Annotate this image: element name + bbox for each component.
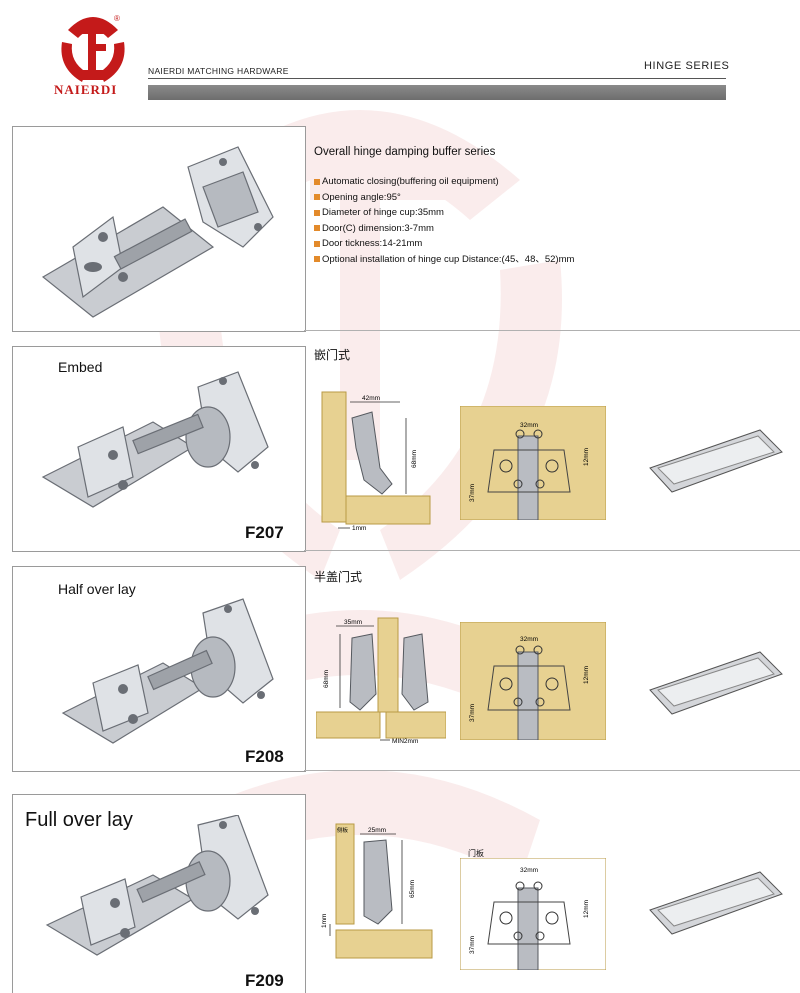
dim-top: 32mm xyxy=(520,636,538,643)
door-plate-tag: 门板 xyxy=(468,849,484,858)
feature-text: Diameter of hinge cup:35mm xyxy=(322,207,444,218)
hinge-embed-icon xyxy=(41,371,269,508)
dim-height: 68mm xyxy=(323,670,330,688)
model-panel-f209: Full over lay F209 xyxy=(12,794,306,993)
feature-item: Diameter of hinge cup:35mm xyxy=(314,205,574,221)
dim-right: 12mm xyxy=(583,900,590,918)
dim-side: 25mm xyxy=(368,827,386,834)
feature-item: Opening angle:95° xyxy=(314,190,574,206)
dim-left: 37mm xyxy=(469,704,476,722)
feature-text: Door(C) dimension:3-7mm xyxy=(322,222,434,234)
model-type-label: Half over lay xyxy=(58,581,136,597)
overview-right-rule xyxy=(304,330,800,331)
model-number: F209 xyxy=(245,971,284,990)
model-number: F207 xyxy=(245,523,284,542)
feature-item: Door(C) dimension:3-7mm xyxy=(314,221,574,237)
feature-item: Optional installation of hinge cup Dista… xyxy=(314,252,574,268)
feature-list: Automatic closing(buffering oil equipmen… xyxy=(314,174,574,267)
model-type-label: Full over lay xyxy=(25,809,133,831)
cup-diagram-f208: 32mm 12mm 37mm xyxy=(460,622,606,740)
dim-top: 32mm xyxy=(520,867,538,874)
header-gray-band xyxy=(148,85,726,100)
hinge-overview-icon xyxy=(41,146,274,318)
model-type-label: Embed xyxy=(58,359,103,375)
feature-text: Opening angle:95° xyxy=(322,191,401,203)
bullet-icon xyxy=(314,256,320,263)
feature-text: Door tickness:14-21mm xyxy=(322,238,423,249)
side-diagram-f207: 42mm 68mm 1mm xyxy=(321,391,431,532)
overview-title: Overall hinge damping buffer series xyxy=(314,146,496,158)
dim-top: 32mm xyxy=(520,422,538,429)
bullet-icon xyxy=(314,240,320,247)
registered-mark: ® xyxy=(114,14,120,23)
dim-gap: 1mm xyxy=(321,914,328,928)
header-rule xyxy=(148,78,726,79)
section-rule-f207 xyxy=(304,550,800,551)
dim-right: 12mm xyxy=(583,448,590,466)
brand-name: NAIERDI xyxy=(54,82,118,97)
side-board-tag: 侧板 xyxy=(337,826,349,834)
install-label-cn: 半盖门式 xyxy=(314,570,363,584)
brand-logo: ® xyxy=(48,8,138,98)
dim-side: 35mm xyxy=(344,619,362,626)
cup-diagram-f209: 32mm 12mm 37mm xyxy=(460,858,606,970)
install-label-cn: 嵌门式 xyxy=(314,348,351,362)
dim-left: 37mm xyxy=(469,484,476,502)
cup-diagram-f207: 32mm 12mm 37mm xyxy=(460,406,606,520)
feature-item: Automatic closing(buffering oil equipmen… xyxy=(314,174,574,190)
dim-height: 65mm xyxy=(409,880,416,898)
model-panel-f207: Embed F207 xyxy=(12,346,306,552)
feature-text: Optional installation of hinge cup Dista… xyxy=(322,253,575,265)
side-diagram-f208: 35mm 68mm MIN2mm xyxy=(316,617,446,745)
bullet-icon xyxy=(314,209,320,216)
hinge-half-overlay-icon xyxy=(61,598,274,744)
dim-gap: MIN2mm xyxy=(392,738,418,745)
section-rule-f208 xyxy=(304,770,800,771)
bullet-icon xyxy=(314,225,320,232)
mounting-plate-f207 xyxy=(649,429,783,493)
mounting-plate-f208 xyxy=(649,651,783,715)
model-number: F208 xyxy=(245,747,284,766)
dim-side: 42mm xyxy=(362,395,380,402)
model-panel-f208: Half over lay F208 xyxy=(12,566,306,772)
mounting-plate-f209 xyxy=(649,871,783,935)
bullet-icon xyxy=(314,194,320,201)
side-diagram-f209: 侧板 25mm 65mm 1mm xyxy=(321,823,433,959)
header-left-title: NAIERDI MATCHING HARDWARE xyxy=(148,66,289,76)
overview-image-panel xyxy=(12,126,306,332)
dim-gap: 1mm xyxy=(352,525,366,532)
dim-height: 68mm xyxy=(411,450,418,468)
dim-right: 12mm xyxy=(583,666,590,684)
feature-text: Automatic closing(buffering oil equipmen… xyxy=(322,176,499,187)
bullet-icon xyxy=(314,178,320,185)
feature-item: Door tickness:14-21mm xyxy=(314,236,574,252)
hinge-full-overlay-icon xyxy=(45,815,269,956)
dim-left: 37mm xyxy=(469,936,476,954)
logo-emblem-icon xyxy=(61,17,125,82)
header-right-title: HINGE SERIES xyxy=(644,60,730,72)
